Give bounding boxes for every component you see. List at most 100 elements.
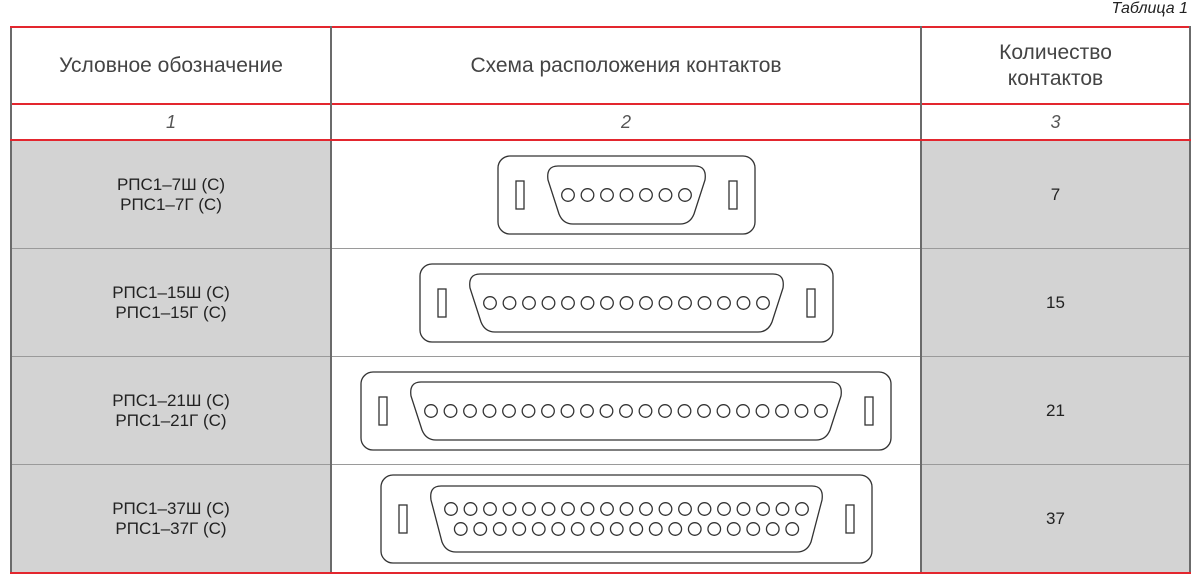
contact-pin xyxy=(521,295,536,310)
contact-pin xyxy=(619,295,633,310)
connector-d-shape xyxy=(546,164,706,225)
contact-pin xyxy=(463,501,477,516)
contact-pin xyxy=(599,403,614,418)
contact-pin xyxy=(580,403,594,418)
contact-pin xyxy=(560,501,575,516)
designation-cell: РПС1–15Ш (С)РПС1–15Г (С) xyxy=(10,248,332,357)
contact-pin xyxy=(638,187,653,202)
contact-pin xyxy=(697,295,711,310)
column-number: 3 xyxy=(920,103,1191,141)
contact-pin xyxy=(765,521,780,536)
contact-pin xyxy=(736,501,750,516)
table-row: РПС1–15Ш (С)РПС1–15Г (С) 15 xyxy=(10,248,1191,357)
connector-shell xyxy=(496,154,756,235)
connector-shell xyxy=(379,473,873,564)
contact-pin xyxy=(599,295,614,310)
connector-diagram xyxy=(418,262,834,343)
contact-pin xyxy=(619,403,633,418)
contact-pin xyxy=(502,295,516,310)
contact-pin xyxy=(677,187,692,202)
contact-pin xyxy=(745,521,760,536)
contact-pin xyxy=(755,295,770,310)
contact-pin xyxy=(463,403,477,418)
pin-layout-cell xyxy=(330,139,922,249)
connector-shell xyxy=(360,370,892,451)
contact-pin xyxy=(755,501,770,516)
mounting-slot xyxy=(864,395,874,426)
header-designation: Условное обозначение xyxy=(10,26,332,104)
contact-pin xyxy=(775,501,789,516)
mounting-slot xyxy=(805,287,816,318)
contact-pin xyxy=(794,403,809,418)
designation-cell: РПС1–7Ш (С)РПС1–7Г (С) xyxy=(10,139,332,249)
contact-pin xyxy=(580,501,594,516)
contact-pin xyxy=(443,501,458,516)
contact-pin xyxy=(511,521,526,536)
contact-pin xyxy=(706,521,721,536)
mounting-slot xyxy=(397,503,408,534)
contact-pin xyxy=(628,521,643,536)
pin-count-cell: 15 xyxy=(920,248,1191,357)
contact-pin xyxy=(648,521,663,536)
connector-d-shape xyxy=(429,484,823,553)
contact-pin xyxy=(638,295,653,310)
designation-cell: РПС1–37Ш (С)РПС1–37Г (С) xyxy=(10,464,332,574)
pin-layout-cell xyxy=(330,248,922,357)
contact-pin xyxy=(482,403,497,418)
mounting-slot xyxy=(436,287,447,318)
contact-pin xyxy=(658,403,672,418)
contact-pin xyxy=(443,403,458,418)
pin-count-cell: 37 xyxy=(920,464,1191,574)
contact-pin xyxy=(716,501,731,516)
contact-pin xyxy=(619,187,633,202)
contact-pin xyxy=(814,403,828,418)
mounting-slot xyxy=(727,179,738,210)
pin-count-cell: 7 xyxy=(920,139,1191,249)
pin-layout-cell xyxy=(330,464,922,574)
contact-pin xyxy=(677,403,692,418)
header-pin-layout: Схема расположения контактов xyxy=(330,26,922,104)
contact-pin xyxy=(589,521,604,536)
contact-pin xyxy=(619,501,633,516)
designation-cell: РПС1–21Ш (С)РПС1–21Г (С) xyxy=(10,356,332,465)
column-number: 1 xyxy=(10,103,332,141)
contact-pin xyxy=(599,501,614,516)
column-number: 2 xyxy=(330,103,922,141)
contact-pin xyxy=(755,403,770,418)
contact-pin xyxy=(609,521,624,536)
contact-pin xyxy=(638,501,653,516)
pin-layout-cell xyxy=(330,356,922,465)
contact-pin xyxy=(502,501,516,516)
contact-pin xyxy=(716,403,731,418)
mounting-slot xyxy=(514,179,525,210)
table-row: РПС1–37Ш (С)РПС1–37Г (С) 37 xyxy=(10,464,1191,574)
contact-pin xyxy=(550,521,565,536)
contact-pin xyxy=(638,403,653,418)
column-number-row: 1 2 3 xyxy=(10,103,1191,141)
connector-table: Условное обозначение Схема расположения … xyxy=(10,26,1191,574)
contact-pin xyxy=(541,295,555,310)
connector-shell xyxy=(418,262,834,343)
contact-pin xyxy=(502,403,516,418)
contact-pin xyxy=(531,521,546,536)
contact-pin xyxy=(541,501,555,516)
connector-diagram xyxy=(379,473,873,564)
contact-pin xyxy=(697,403,711,418)
contact-pin xyxy=(560,187,575,202)
contact-pin xyxy=(667,521,682,536)
table-row: РПС1–7Ш (С)РПС1–7Г (С) 7 xyxy=(10,139,1191,249)
contact-pin xyxy=(560,403,575,418)
contact-pin xyxy=(687,521,702,536)
contact-pin xyxy=(482,295,497,310)
contact-pin xyxy=(677,501,692,516)
mounting-slot xyxy=(378,395,388,426)
contact-pin xyxy=(580,187,594,202)
connector-diagram xyxy=(496,154,756,235)
contact-pin xyxy=(775,403,789,418)
contact-pin xyxy=(580,295,594,310)
contact-pin xyxy=(716,295,731,310)
contact-pin xyxy=(599,187,614,202)
contact-pin xyxy=(521,501,536,516)
contact-pin xyxy=(736,295,750,310)
contact-pin xyxy=(492,521,507,536)
